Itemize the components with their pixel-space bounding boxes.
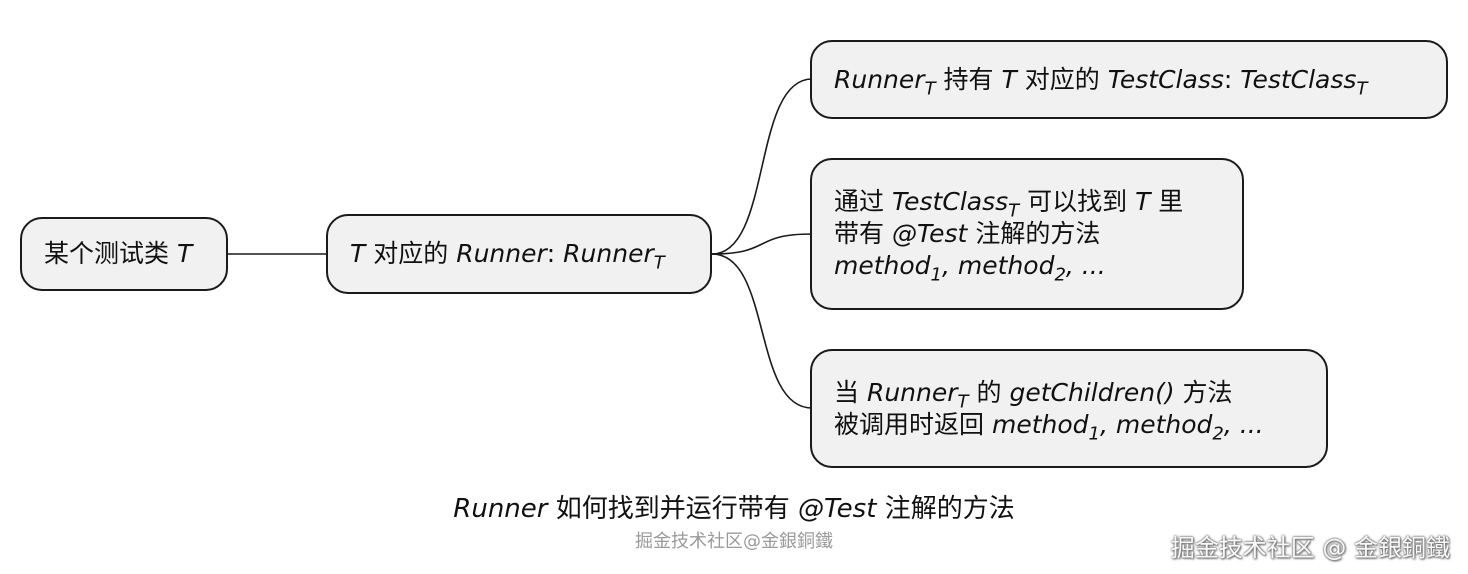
child-2-m2-sub: 2 [1054,264,1066,286]
runner-node-text: 对应的 [373,239,449,268]
edge-runner-to-child-3 [711,253,813,409]
child-2-line-2: 带有 @Test 注解的方法 [834,218,1220,250]
child-1-testclass2-sub: T [1356,77,1368,99]
child-1-runner: Runner [834,64,925,94]
child-2-text2: 可以找到 [1027,187,1128,216]
child-3-m1-sub: 1 [1088,422,1100,444]
child-node-3: 当 RunnerT 的 getChildren() 方法 被调用时返回 meth… [810,349,1328,468]
child-2-m1-sub: 1 [930,264,942,286]
runner-node-var: T [350,239,366,268]
watermark-corner: 掘金技术社区 @ 金銀銅鐵 [1170,534,1450,562]
runner-node-runner-t: Runner [563,239,654,268]
child-2-line-3: method1, method2, ... [834,250,1220,286]
child-3-line-1: 当 RunnerT 的 getChildren() 方法 [834,377,1304,412]
root-node-line: 某个测试类 T [44,238,204,270]
child-3-m2-sub: 2 [1212,422,1224,444]
runner-node-line: T 对应的 Runner: RunnerT [350,238,688,274]
child-2-ellipsis: , ... [1065,251,1106,280]
child-2-var: T [1135,187,1151,216]
child-node-1: RunnerT 持有 T 对应的 TestClass: TestClassT [810,40,1448,119]
runner-node-colon: : [546,239,556,268]
edge-runner-to-child-2 [711,233,813,255]
child-2-text5: 注解的方法 [975,219,1101,248]
child-2-annotation: @Test [891,219,968,248]
child-2-m2: method [957,251,1055,280]
child-1-runner-sub: T [924,77,936,99]
child-3-m2: method [1115,409,1213,439]
root-node: 某个测试类 T [20,217,228,291]
child-3-sep: , [1099,409,1108,439]
child-3-text1: 当 [834,377,860,407]
child-2-m1: method [834,251,931,280]
runner-node-runner: Runner [456,239,547,268]
edge-runner-to-child-1 [711,78,813,255]
caption-runner: Runner [453,494,548,524]
child-node-2: 通过 TestClassT 可以找到 T 里 带有 @Test 注解的方法 me… [810,158,1244,310]
child-1-text2: 对应的 [1024,64,1100,94]
child-1-testclass2: TestClass [1240,64,1357,94]
child-3-ellipsis: , ... [1223,409,1264,439]
root-node-text: 某个测试类 [44,239,170,268]
runner-node: T 对应的 Runner: RunnerT [326,214,712,294]
child-1-text1: 持有 [943,64,994,94]
caption-annotation: @Test [798,494,877,524]
child-2-text4: 带有 [834,219,885,248]
runner-node-sub: T [653,252,665,274]
child-2-line-1: 通过 TestClassT 可以找到 T 里 [834,186,1220,222]
child-1-testclass: TestClass [1107,64,1224,94]
child-2-testclass: TestClass [891,187,1009,216]
child-2-text3: 里 [1158,187,1184,216]
child-3-runner-sub: T [957,390,969,412]
child-3-text4: 被调用时返回 [834,409,985,439]
caption-text2: 注解的方法 [884,494,1015,524]
child-3-method: getChildren() [1009,377,1175,407]
root-node-var: T [176,239,193,268]
diagram-caption: Runner 如何找到并运行带有 @Test 注解的方法 [0,488,1468,525]
child-3-line-2: 被调用时返回 method1, method2, ... [834,409,1304,444]
watermark-center: 掘金技术社区@金銀銅鐵 [635,531,833,552]
child-1-var: T [1001,64,1017,94]
child-2-testclass-sub: T [1008,200,1020,222]
child-2-sep: , [942,251,950,280]
child-2-text1: 通过 [834,187,885,216]
child-3-text2: 的 [976,377,1002,407]
child-3-runner: Runner [866,377,958,407]
child-3-text3: 方法 [1182,377,1233,407]
child-1-colon: : [1223,64,1233,94]
caption-text1: 如何找到并运行带有 [555,494,790,524]
child-1-line: RunnerT 持有 T 对应的 TestClass: TestClassT [834,64,1424,99]
child-3-m1: method [991,409,1089,439]
